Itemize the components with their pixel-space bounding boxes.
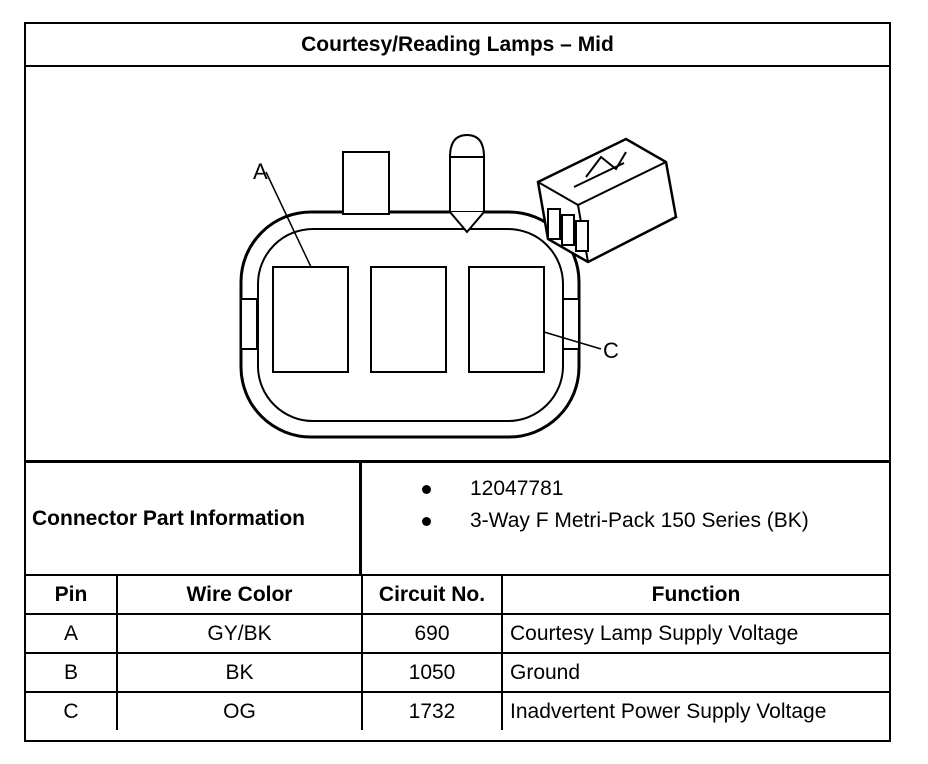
part-number: 12047781 bbox=[470, 477, 564, 500]
pin-table-header: Pin Wire Color Circuit No. Function bbox=[26, 576, 889, 615]
page-title: Courtesy/Reading Lamps – Mid bbox=[26, 24, 889, 67]
function-cell: Courtesy Lamp Supply Voltage bbox=[501, 613, 889, 654]
connector-part-info-list: 12047781 3-Way F Metri-Pack 150 Series (… bbox=[362, 463, 889, 574]
bullet-icon bbox=[422, 516, 431, 526]
connector-sheet: Courtesy/Reading Lamps – Mid bbox=[24, 22, 891, 742]
connector-iso-icon bbox=[536, 137, 678, 264]
header-function: Function bbox=[501, 576, 889, 615]
pin-cell: A bbox=[26, 613, 118, 654]
wire-color-cell: BK bbox=[116, 652, 363, 693]
pin-label-c: C bbox=[603, 338, 619, 363]
header-circuit-no: Circuit No. bbox=[361, 576, 503, 615]
pin-cell: C bbox=[26, 691, 118, 730]
side-tab-left bbox=[240, 298, 258, 350]
top-latch bbox=[449, 133, 485, 213]
connector-part-info: Connector Part Information 12047781 3-Wa… bbox=[26, 460, 889, 576]
pin-label-a: A bbox=[253, 159, 268, 184]
header-wire-color: Wire Color bbox=[116, 576, 363, 615]
function-cell: Ground bbox=[501, 652, 889, 693]
header-pin: Pin bbox=[26, 576, 118, 615]
bullet-icon bbox=[422, 484, 431, 494]
cavity-c bbox=[468, 266, 545, 373]
pin-cell: B bbox=[26, 652, 118, 693]
table-row: B BK 1050 Ground bbox=[26, 652, 889, 693]
table-row: C OG 1732 Inadvertent Power Supply Volta… bbox=[26, 691, 889, 730]
function-cell: Inadvertent Power Supply Voltage bbox=[501, 691, 889, 730]
cavity-b bbox=[370, 266, 447, 373]
connector-description: 3-Way F Metri-Pack 150 Series (BK) bbox=[470, 509, 809, 532]
leader-c bbox=[543, 331, 602, 350]
wire-color-cell: GY/BK bbox=[116, 613, 363, 654]
pin-table: Pin Wire Color Circuit No. Function A GY… bbox=[26, 576, 889, 730]
table-row: A GY/BK 690 Courtesy Lamp Supply Voltage bbox=[26, 613, 889, 654]
circuit-cell: 1732 bbox=[361, 691, 503, 730]
circuit-cell: 1050 bbox=[361, 652, 503, 693]
connector-part-info-label: Connector Part Information bbox=[26, 463, 362, 574]
leader-a bbox=[265, 171, 312, 268]
connector-diagram: A C bbox=[26, 67, 889, 460]
connector-drawing: A C bbox=[239, 133, 678, 439]
wire-color-cell: OG bbox=[116, 691, 363, 730]
circuit-cell: 690 bbox=[361, 613, 503, 654]
side-tab-right bbox=[562, 298, 580, 350]
cavity-a bbox=[272, 266, 349, 373]
top-key bbox=[342, 151, 390, 215]
